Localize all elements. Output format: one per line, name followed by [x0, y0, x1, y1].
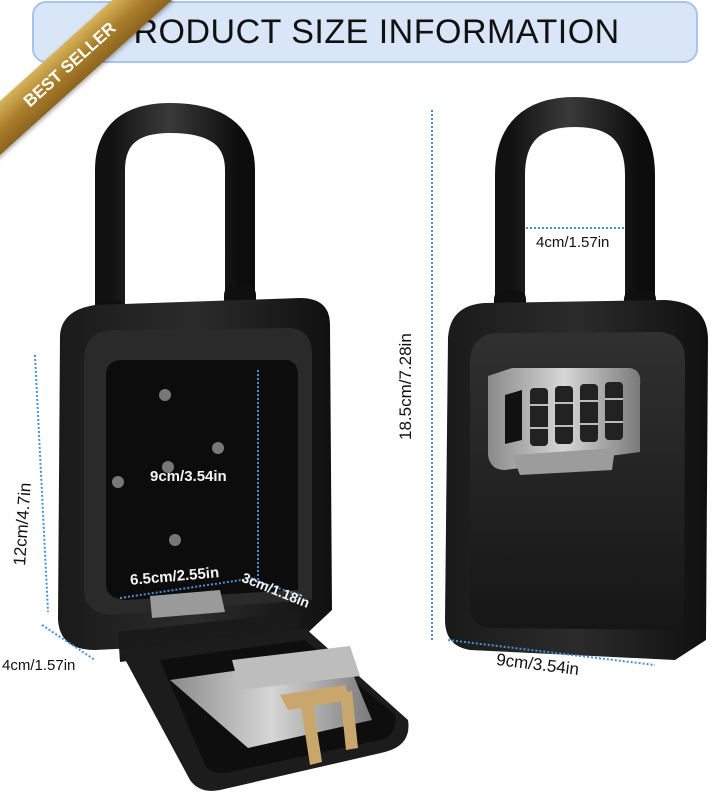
page-title: PRODUCT SIZE INFORMATION	[110, 13, 620, 51]
best-seller-label: BEST SELLER	[0, 0, 173, 161]
best-seller-badge: BEST SELLER	[0, 0, 190, 190]
open-lockbox	[58, 102, 409, 791]
inner-height-label: 9cm/3.54in	[150, 468, 227, 485]
total-height-label: 18.5cm/7.28in	[396, 333, 415, 440]
closed-lockbox	[445, 96, 708, 660]
shackle-width-label: 4cm/1.57in	[536, 234, 610, 251]
dimension-lines	[34, 110, 656, 666]
box-depth-label: 4cm/1.57in	[2, 657, 76, 674]
combination-dials	[530, 382, 623, 446]
